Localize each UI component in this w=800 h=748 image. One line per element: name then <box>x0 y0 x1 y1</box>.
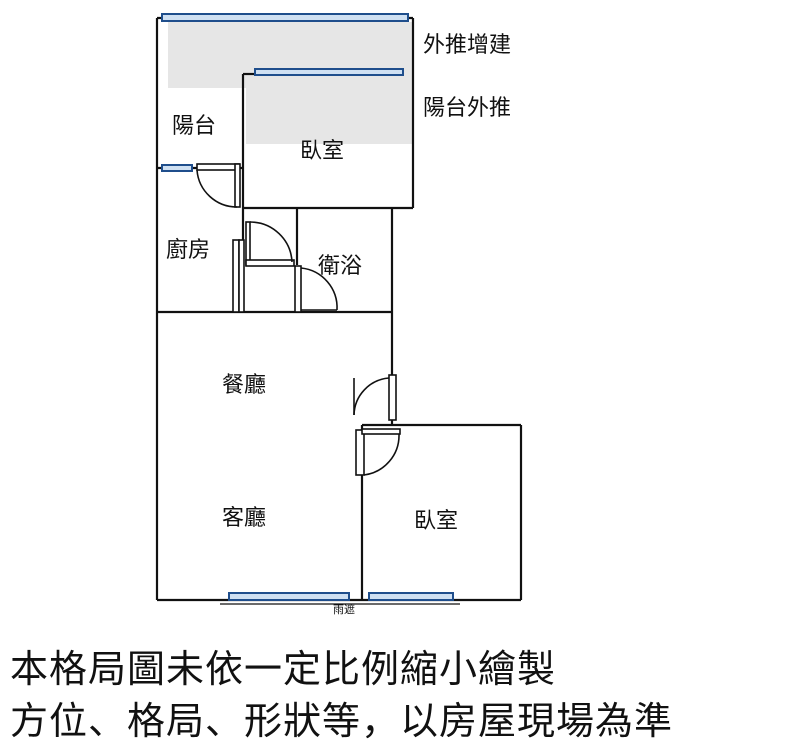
label-balcony: 陽台 <box>172 114 216 139</box>
window-bedroom-bottom <box>368 592 454 601</box>
label-bedroom-top: 臥室 <box>300 139 344 164</box>
label-bathroom: 衛浴 <box>318 254 362 279</box>
label-kitchen: 廚房 <box>166 238 210 263</box>
door-kitchen <box>232 239 245 313</box>
floor-plan: 陽台 臥室 廚房 衛浴 餐廳 客廳 臥室 外推增建 陽台外推 雨遮 <box>155 13 523 616</box>
door-bathroom <box>294 265 338 313</box>
door-bedroom-top <box>245 221 295 267</box>
window-top <box>161 13 409 22</box>
door-balcony <box>196 163 241 208</box>
disclaimer-line-2: 方位、格局、形狀等，以房屋現場為準 <box>10 699 674 743</box>
door-bedroom-bottom <box>355 428 401 476</box>
window-kitchen <box>161 164 193 172</box>
doors <box>196 163 401 476</box>
extension-shade-bedroom <box>246 74 413 144</box>
window-living <box>228 592 350 601</box>
door-dining-right <box>353 374 397 421</box>
label-rain-shelter: 雨遮 <box>333 602 355 616</box>
label-living: 客廳 <box>222 506 266 531</box>
windows <box>161 13 460 605</box>
window-bedroom-top <box>254 68 404 76</box>
disclaimer-line-1: 本格局圖未依一定比例縮小繪製 <box>10 647 557 691</box>
label-bedroom-bottom: 臥室 <box>414 509 458 534</box>
label-balcony-extension: 陽台外推 <box>423 96 511 121</box>
label-dining: 餐廳 <box>222 373 266 398</box>
label-extension: 外推增建 <box>423 33 511 58</box>
